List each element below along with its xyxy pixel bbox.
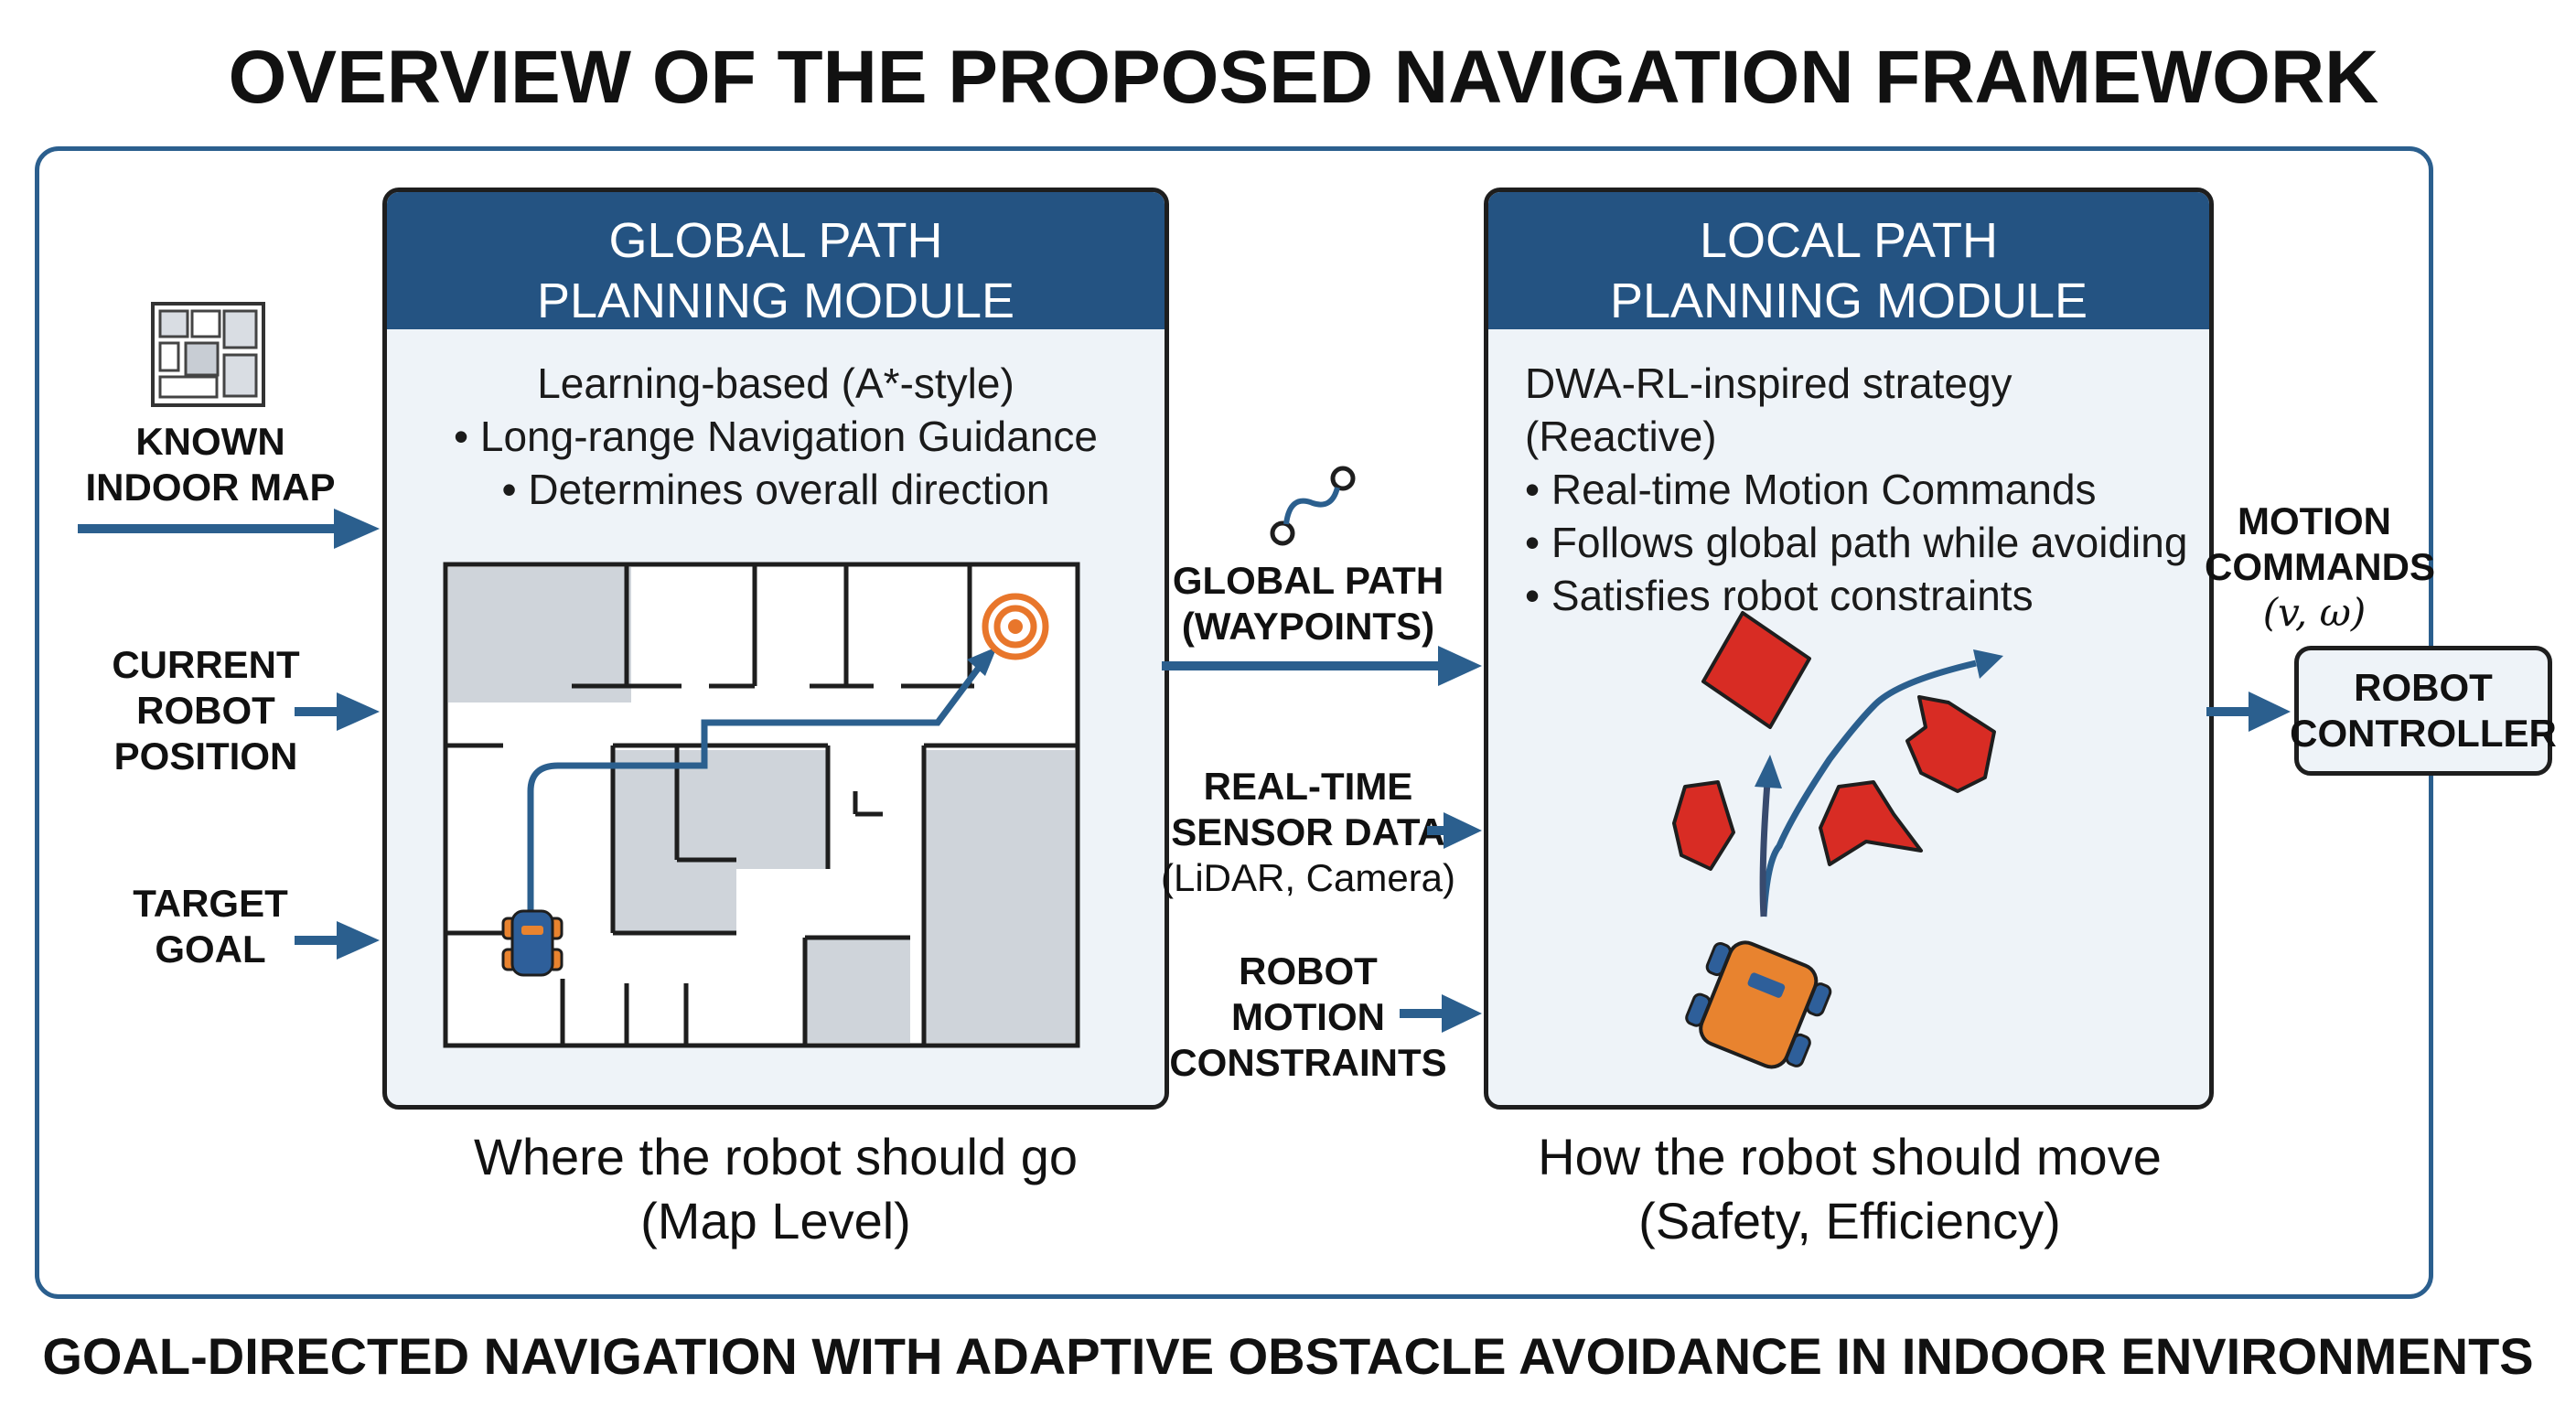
global-module-caption: Where the robot should go (Map Level) xyxy=(474,1128,1078,1249)
sensor-data-label: REAL-TIME SENSOR DATA (LiDAR, Camera) xyxy=(1160,765,1456,899)
motion-commands-label: MOTION COMMANDS (v, ω) xyxy=(2205,499,2435,635)
diagram-footer: GOAL-DIRECTED NAVIGATION WITH ADAPTIVE O… xyxy=(42,1327,2534,1385)
motion-constraints-label: ROBOT MOTION CONSTRAINTS xyxy=(1169,949,1447,1084)
local-module-header: LOCAL PATH PLANNING MODULE xyxy=(1488,192,2209,329)
robot-controller-box: ROBOT CONTROLLER xyxy=(2290,646,2557,776)
arrow-target-goal xyxy=(337,921,380,960)
local-module-description: DWA-RL-inspired strategy (Reactive) • Re… xyxy=(1525,359,2188,619)
global-module-header: GLOBAL PATH PLANNING MODULE xyxy=(387,192,1165,329)
obstacle-3 xyxy=(1672,780,1735,871)
arrow-motion-commands xyxy=(2249,692,2291,732)
obstacle-1 xyxy=(1701,611,1811,729)
arrow-global-path xyxy=(1438,646,1482,686)
robot-icon xyxy=(501,909,564,977)
obstacle-2 xyxy=(1905,695,1996,793)
waypoints-icon xyxy=(1270,466,1356,546)
floor-plan-icon xyxy=(151,302,265,407)
arrow-known-map xyxy=(334,509,380,549)
global-path-label: GLOBAL PATH (WAYPOINTS) xyxy=(1172,559,1444,648)
diagram-title: OVERVIEW OF THE PROPOSED NAVIGATION FRAM… xyxy=(228,36,2379,119)
known-map-label: KNOWN INDOOR MAP xyxy=(85,420,336,509)
obstacle-avoidance-scene xyxy=(1672,611,2003,1069)
global-module-description: Learning-based (A*-style) • Long-range N… xyxy=(453,359,1098,513)
robot-position-label: CURRENT ROBOT POSITION xyxy=(112,643,300,778)
obstacle-4 xyxy=(1819,780,1923,866)
arrow-robot-position xyxy=(337,692,380,731)
robot-icon xyxy=(1685,940,1832,1069)
target-icon xyxy=(982,593,1049,660)
arrow-sensor-data xyxy=(1444,812,1482,849)
local-module-caption: How the robot should move (Safety, Effic… xyxy=(1538,1128,2162,1249)
local-path-planning-module: LOCAL PATH PLANNING MODULE DWA-RL-inspir… xyxy=(1484,188,2214,1110)
target-goal-label: TARGET GOAL xyxy=(133,882,288,971)
arrow-motion-constraints xyxy=(1442,994,1482,1033)
